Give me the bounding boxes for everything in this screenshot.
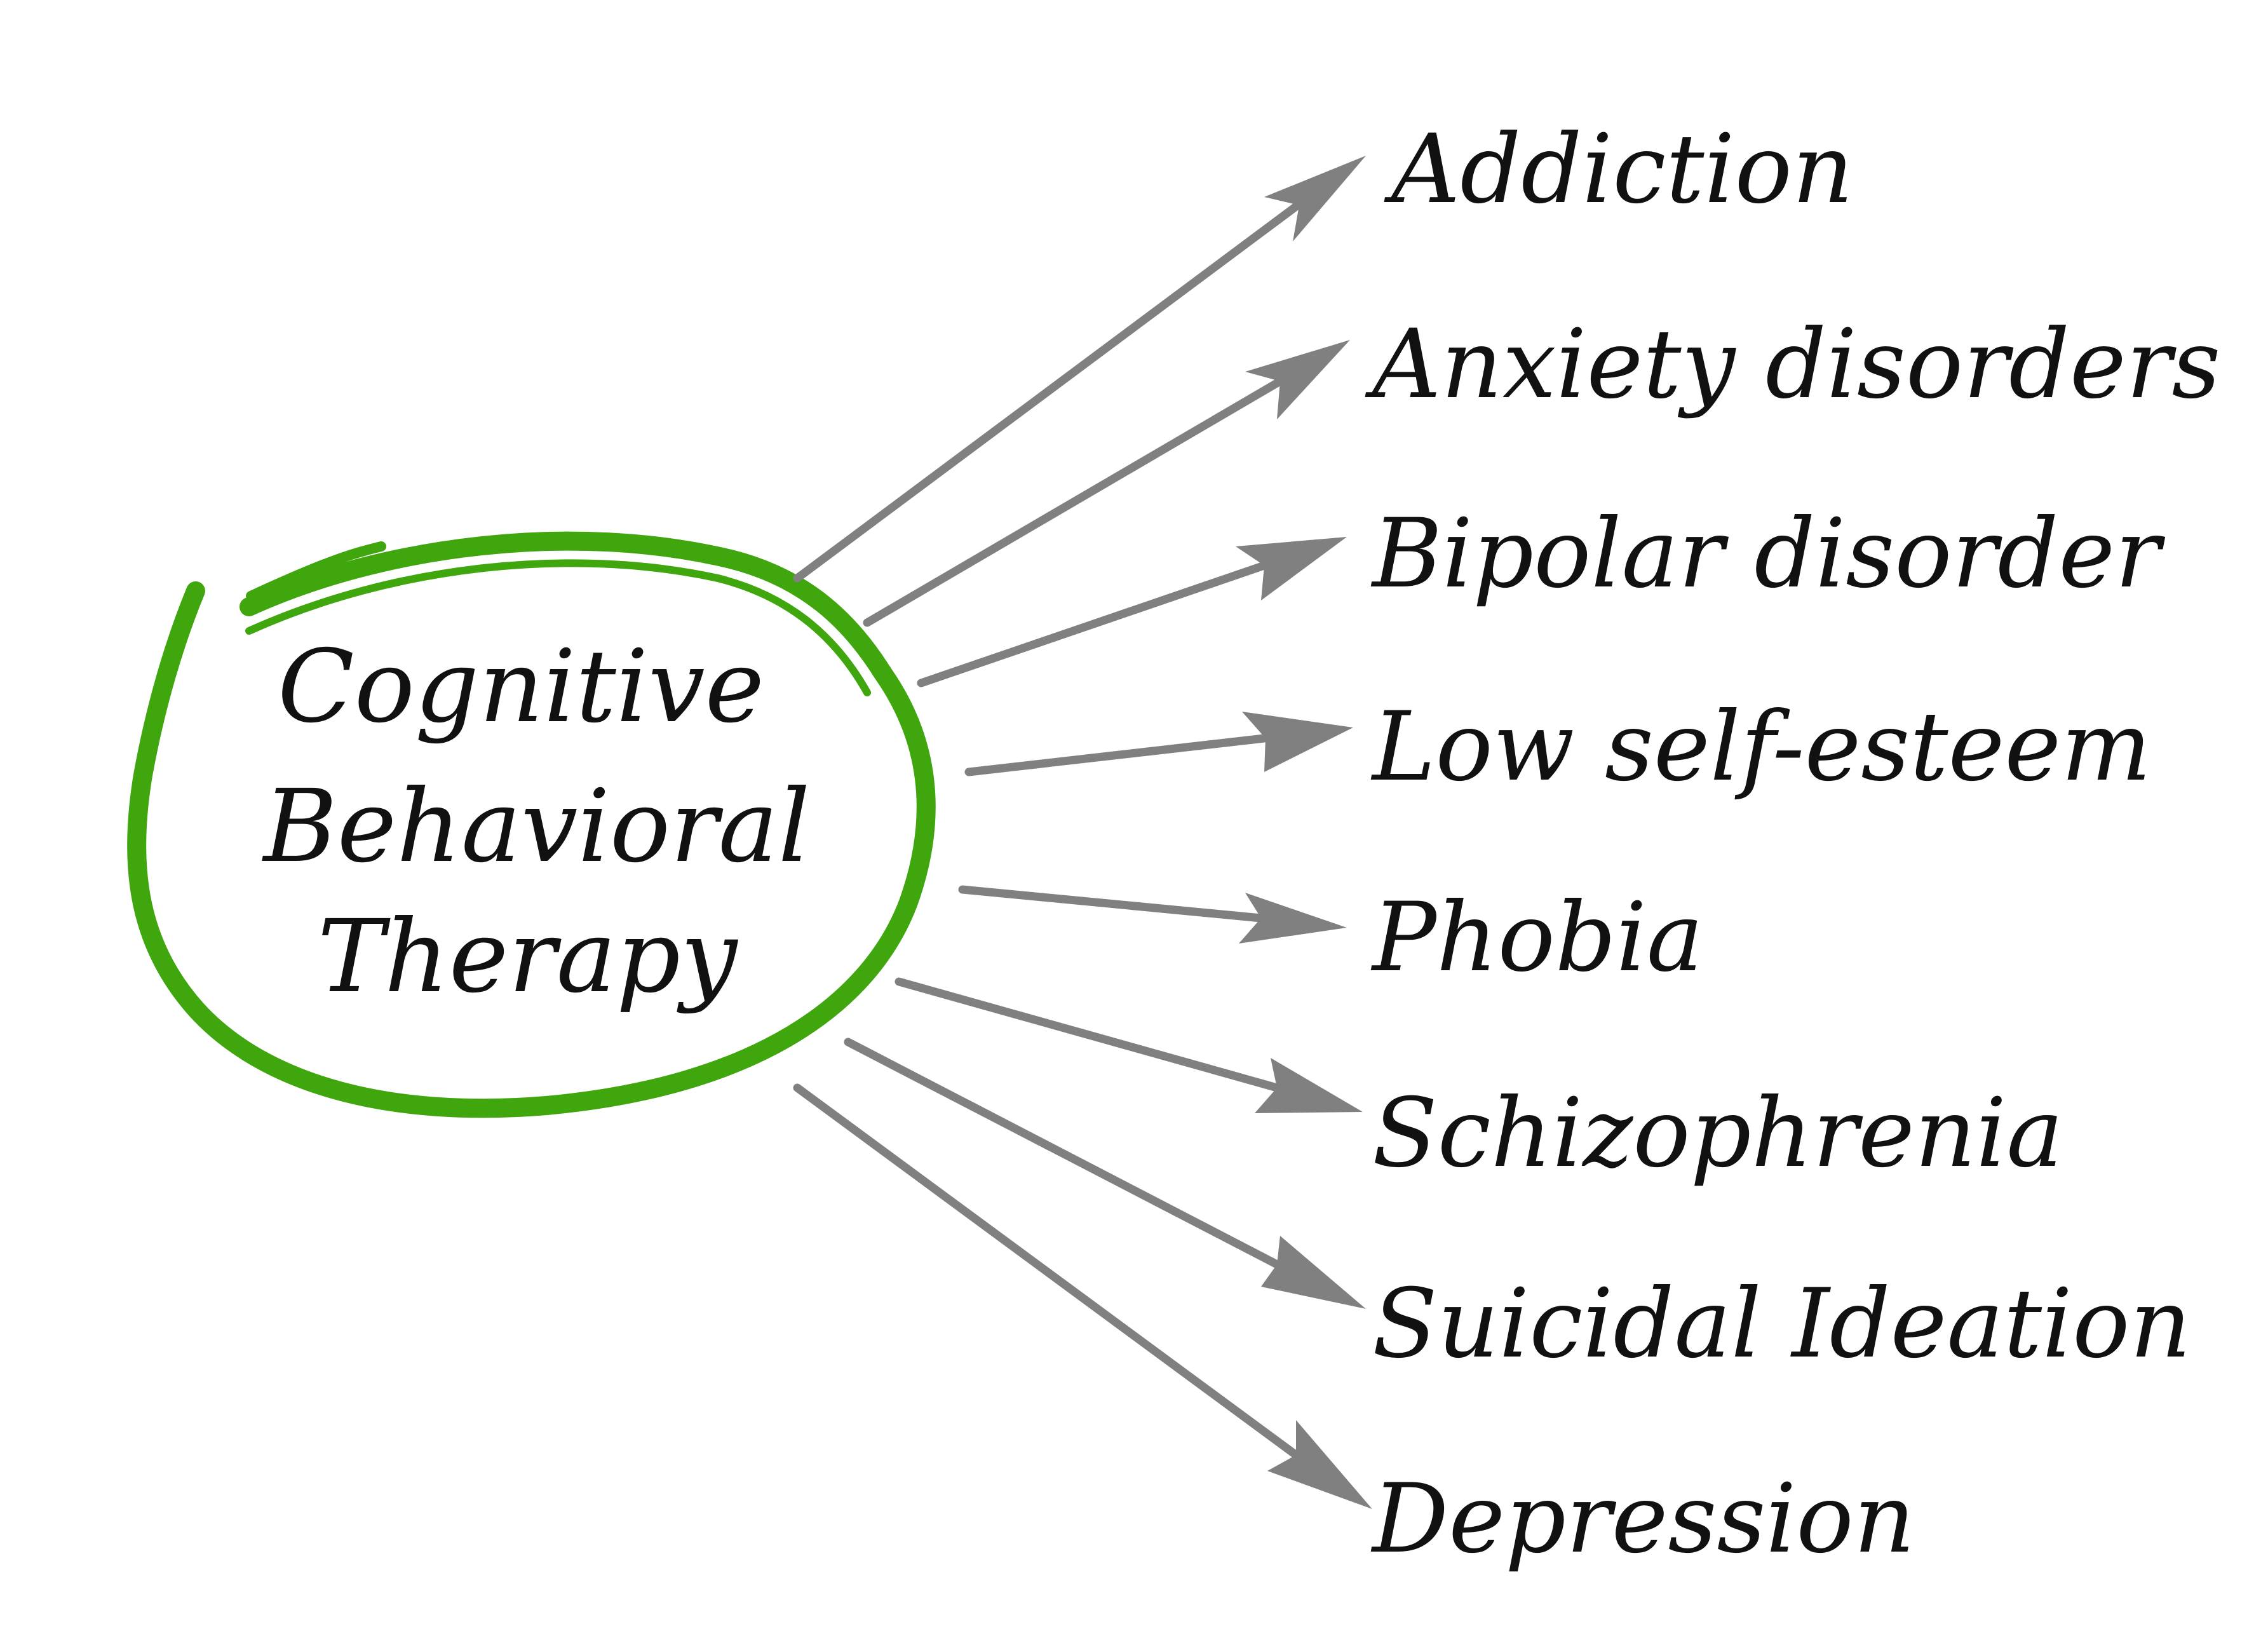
arrows [793,156,1372,1509]
center-line-1: Cognitive [278,628,764,745]
arrow-bipolar-disorder [917,537,1347,687]
label-schizophrenia: Schizophrenia [1372,1078,2063,1189]
label-anxiety-disorders: Anxiety disorders [1365,309,2220,420]
label-low-self-esteem: Low self-esteem [1370,692,2151,802]
center-line-2: Behavioral [262,768,811,885]
center-line-3: Therapy [318,898,739,1015]
label-addiction: Addiction [1384,114,1854,225]
arrow-depression [793,1083,1372,1509]
leaf-labels: Addiction Anxiety disorders Bipolar diso… [1365,114,2220,1574]
arrow-suicidal-ideation [844,1038,1366,1309]
arrow-phobia [958,885,1347,944]
center-ring [127,531,936,1118]
arrow-low-self-esteem [964,712,1353,776]
center-ring-stroke [127,531,936,1118]
label-depression: Depression [1370,1464,1915,1574]
arrow-schizophrenia [894,977,1363,1113]
arrow-addiction [793,156,1366,583]
label-suicidal-ideation: Suicidal Ideation [1372,1269,2191,1379]
arrow-anxiety-disorders [863,340,1350,627]
center-ring-inner-stroke [245,559,871,696]
center-label: Cognitive Behavioral Therapy [262,628,811,1015]
label-bipolar-disorder: Bipolar disorder [1370,499,2166,609]
center-ring-tail [246,541,386,601]
label-phobia: Phobia [1370,883,1703,993]
